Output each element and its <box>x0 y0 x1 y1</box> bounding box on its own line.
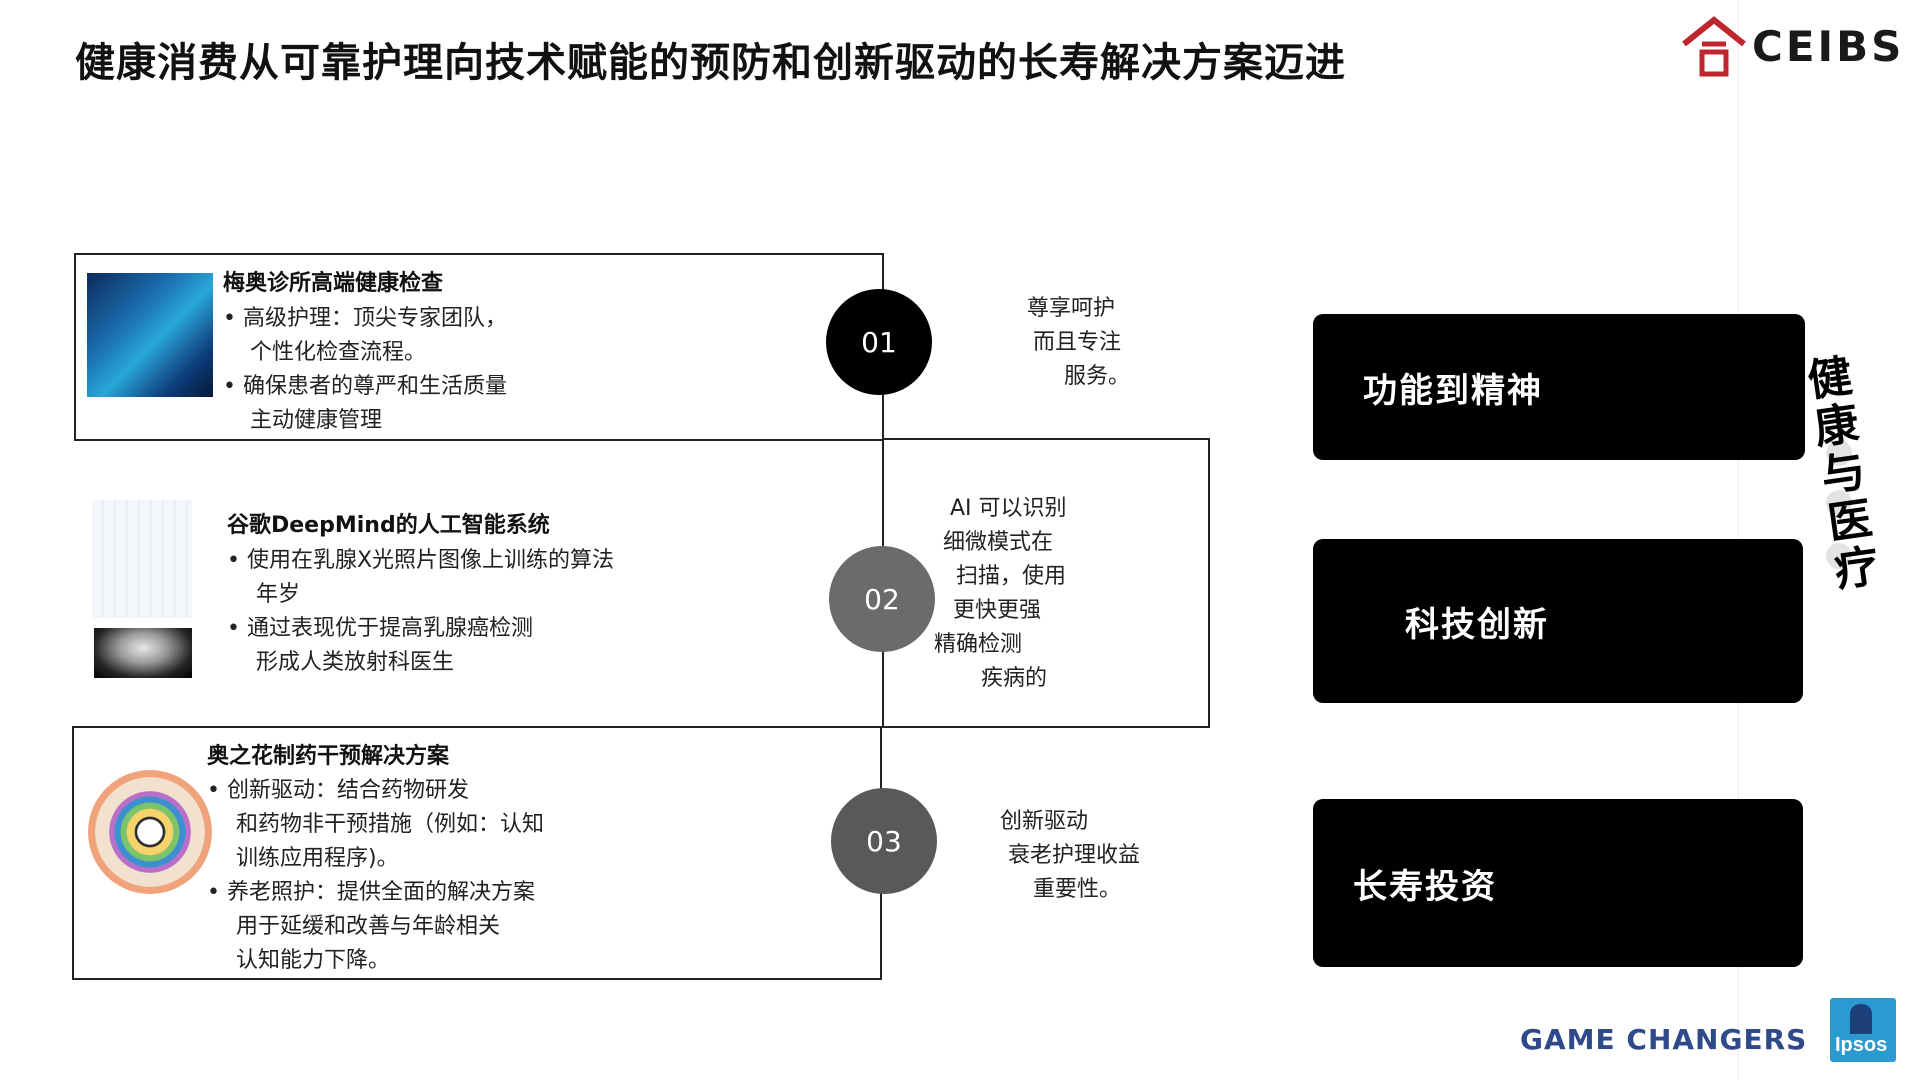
note-2-line: AI 可以识别 <box>950 496 1067 521</box>
item-3-line: 和药物非干预措施（例如：认知 <box>236 812 545 837</box>
item-1-line: 个性化检查流程。 <box>250 340 427 365</box>
case-box-2 <box>882 438 1210 728</box>
ceibs-logo-icon <box>1682 16 1746 77</box>
note-3-line: 重要性。 <box>1033 877 1122 902</box>
footer-game-changers: GAME CHANGERS <box>1520 1023 1808 1056</box>
note-1-line: 而且专注 <box>1033 330 1122 355</box>
neural-network-image <box>92 500 192 618</box>
note-1-line: 服务。 <box>1064 364 1131 389</box>
note-1-line: 尊享呵护 <box>1027 296 1116 321</box>
ipsos-logo-icon: Ipsos <box>1830 998 1896 1062</box>
progress-dot <box>1826 543 1852 569</box>
ipsos-label: Ipsos <box>1835 1034 1888 1056</box>
item-3-line: • 养老照护：提供全面的解决方案 <box>207 880 535 905</box>
item-1-line: • 高级护理：顶尖专家团队， <box>223 306 507 331</box>
note-3-line: 衰老护理收益 <box>1008 843 1141 868</box>
item-1-title: 梅奥诊所高端健康检查 <box>223 271 444 296</box>
note-2-line: 细微模式在 <box>943 530 1054 555</box>
note-2-line: 精确检测 <box>934 632 1023 657</box>
item-3-line: 训练应用程序)。 <box>236 846 399 871</box>
logo-text: CEIBS <box>1752 21 1905 71</box>
item-2-line: 形成人类放射科医生 <box>256 650 455 675</box>
note-2-line: 扫描，使用 <box>956 564 1067 589</box>
item-2-line: • 通过表现优于提高乳腺癌检测 <box>227 616 533 641</box>
note-2-line: 疾病的 <box>981 666 1048 691</box>
ceibs-logo: CEIBS <box>1680 14 1904 78</box>
item-3-line: 认知能力下降。 <box>236 948 391 973</box>
card-function-to-spirit: 功能到精神 <box>1313 314 1805 460</box>
item-2-line: 年岁 <box>256 582 301 607</box>
mammogram-image <box>94 628 192 678</box>
item-3-line: 用于延缓和改善与年龄相关 <box>236 914 501 939</box>
progress-dot <box>1826 440 1852 466</box>
note-2-line: 更快更强 <box>953 598 1042 623</box>
card-longevity-investment: 长寿投资 <box>1313 799 1803 967</box>
item-1-line: 主动健康管理 <box>250 408 383 433</box>
step-number-02: 02 <box>829 546 935 652</box>
step-number-01: 01 <box>826 289 932 395</box>
ipsos-figure-shape <box>1850 1004 1872 1034</box>
step-number-03: 03 <box>831 788 937 894</box>
page-title: 健康消费从可靠护理向技术赋能的预防和创新驱动的长寿解决方案迈进 <box>75 40 1346 86</box>
item-3-title: 奥之花制药干预解决方案 <box>207 744 450 769</box>
mayo-clinic-image <box>87 273 213 397</box>
item-1-line: • 确保患者的尊严和生活质量 <box>223 374 507 399</box>
note-3-line: 创新驱动 <box>1000 809 1089 834</box>
item-2-line: • 使用在乳腺X光照片图像上训练的算法 <box>227 548 615 573</box>
card-tech-innovation: 科技创新 <box>1313 539 1803 703</box>
item-2-title: 谷歌DeepMind的人工智能系统 <box>227 513 550 538</box>
progress-dot <box>1826 490 1852 516</box>
item-3-line: • 创新驱动：结合药物研发 <box>207 778 469 803</box>
intervention-wheel-image <box>88 770 212 894</box>
